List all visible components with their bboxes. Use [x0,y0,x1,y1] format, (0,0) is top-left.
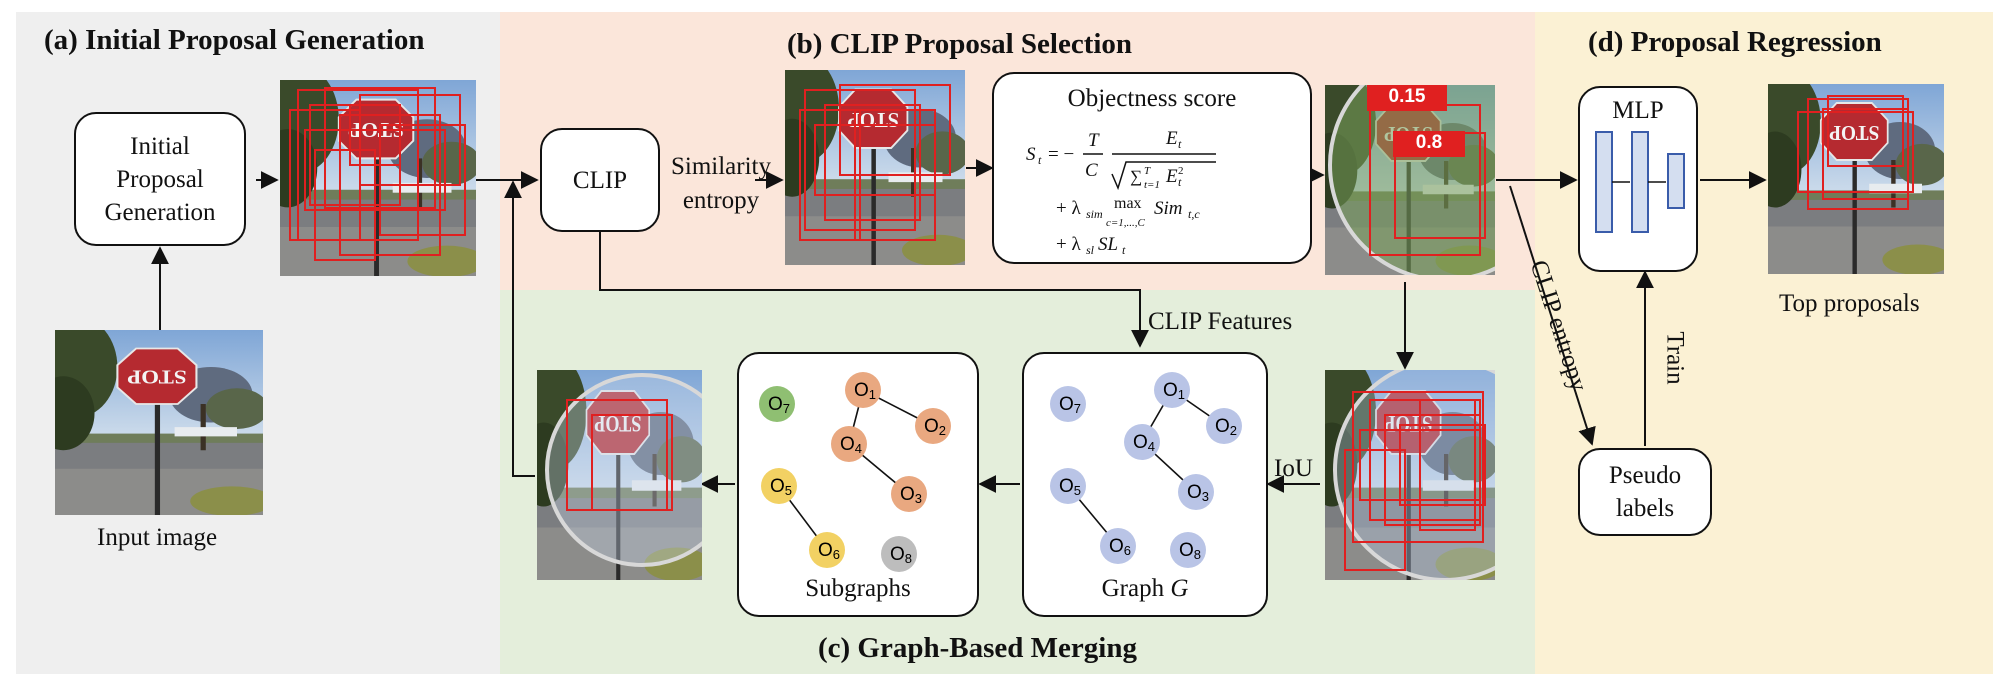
graph-node-o7: O7 [1050,386,1086,422]
svg-text:C: C [1085,160,1098,181]
subgraph-node-o2: O2 [915,408,951,444]
svg-text:2: 2 [1178,165,1184,177]
svg-text:S: S [1026,144,1036,165]
objectness-title: Objectness score [1067,85,1237,112]
top-proposals-image [1768,84,1944,274]
initial-proposals-image [280,80,476,276]
merged-image [537,370,702,580]
panel-b-title: (b) CLIP Proposal Selection [787,28,1133,60]
subgraph-node-o8: O8 [881,536,917,572]
graph-node-o3: O3 [1178,474,1214,510]
clip-proposals-image [785,70,965,265]
svg-text:E: E [1165,166,1178,187]
subgraph-node-o6: O6 [809,532,845,568]
graph-node-o4: O4 [1124,424,1160,460]
score-badge-2 [1393,131,1465,157]
graph-node-o6: O6 [1100,528,1136,564]
svg-text:+ λ: + λ [1056,198,1081,219]
similarity-entropy-label: Similarity entropy [671,153,771,214]
iou-label: IoU [1274,455,1313,482]
input-image [55,330,263,515]
svg-text:T: T [1144,165,1151,177]
subgraph-node-o5: O5 [761,468,797,504]
svg-text:sim: sim [1086,207,1103,221]
svg-text:T: T [1088,130,1100,151]
mlp-label: MLP [1612,97,1664,124]
svg-text:+ λ: + λ [1056,234,1081,255]
svg-text:= −: = − [1048,144,1074,165]
graph-variable: G [1170,575,1189,602]
svg-text:Sim: Sim [1154,198,1183,219]
mlp-box: MLP [1578,86,1698,272]
subgraphs-label: Subgraphs [805,575,911,602]
subgraph-node-o3: O3 [891,476,927,512]
pseudo-labels-box: Pseudo labels [1578,448,1712,536]
scored-image [1325,85,1495,275]
arrow-merged-to-clip [504,180,535,477]
svg-text:c=1,...,C: c=1,...,C [1106,217,1146,229]
initial-generation-box: Initial Proposal Generation [74,112,246,246]
input-image-label: Input image [97,524,218,551]
graph-label: Graph G [1101,575,1189,602]
graph-node-o5: O5 [1050,468,1086,504]
graph-node-o2: O2 [1206,408,1242,444]
svg-text:t: t [1178,175,1182,189]
svg-text:sl: sl [1086,243,1095,257]
svg-text:t: t [1122,243,1126,257]
panel-d-title: (d) Proposal Regression [1588,26,1882,58]
arrow-clip-entropy [1509,185,1596,446]
svg-text:t: t [1038,153,1042,167]
svg-text:E: E [1165,128,1178,149]
svg-text:max: max [1114,195,1142,212]
arrow-clip-features [599,232,1149,348]
iou-image [1325,370,1495,580]
score-badge-1 [1367,85,1447,111]
score-2: 0.8 [1415,132,1443,153]
mlp-layers [1595,131,1685,233]
train-label: Train [1661,331,1689,385]
svg-text:t,c: t,c [1188,207,1200,221]
svg-text:SL: SL [1098,234,1118,255]
score-1: 0.15 [1388,86,1426,107]
svg-text:t: t [1178,137,1182,151]
top-proposals-label: Top proposals [1779,290,1920,317]
graph-node-o8: O8 [1170,532,1206,568]
clip-box: CLIP [540,128,660,232]
subgraph-node-o7: O7 [759,386,795,422]
clip-features-label: CLIP Features [1148,308,1293,335]
panel-a-title: (a) Initial Proposal Generation [44,24,425,56]
panel-c-title: (c) Graph-Based Merging [818,632,1137,664]
subgraph-node-o1: O1 [845,372,881,408]
svg-text:t=1: t=1 [1144,179,1160,191]
svg-text:∑: ∑ [1130,167,1142,186]
subgraph-node-o4: O4 [831,426,867,462]
graph-node-o1: O1 [1154,372,1190,408]
